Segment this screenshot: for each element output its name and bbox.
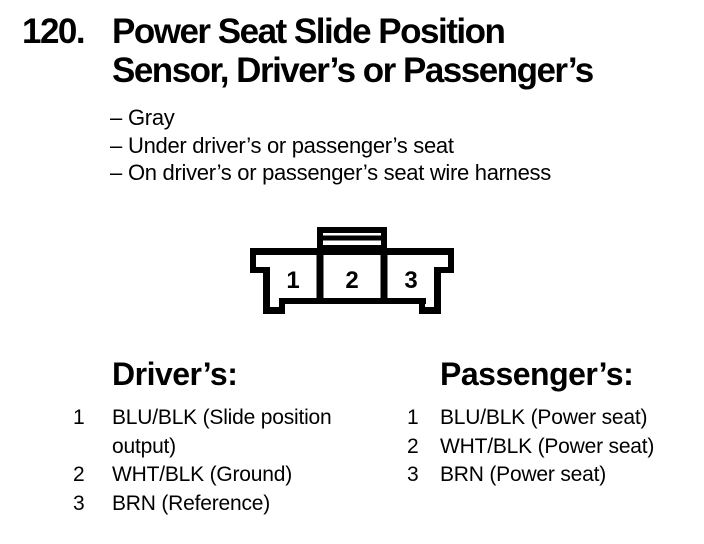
pin-wire-description: BLU/BLK (Slide position output): [112, 404, 332, 461]
connector-tab-bottom-line: [322, 245, 382, 249]
dash-bullet-icon: –: [110, 132, 122, 158]
connector-divider-2-3: [380, 248, 388, 304]
connector-right-step: [434, 267, 454, 273]
pin-number: 2: [407, 434, 419, 458]
pinout-row: 3 BRN (Reference): [73, 490, 332, 519]
connector-left-outer-edge: [250, 248, 256, 273]
pinout-row: 2 WHT/BLK (Power seat): [407, 433, 654, 462]
pin-number: 1: [73, 406, 85, 429]
connector-bottom-edge: [279, 298, 426, 304]
pin-wire-description: BRN (Power seat): [440, 461, 606, 490]
connector-right-outer-edge: [448, 248, 454, 273]
pin-wire-description: WHT/BLK (Ground): [112, 461, 292, 490]
detail-text: Gray: [128, 105, 175, 130]
drivers-heading: Driver’s:: [112, 356, 238, 392]
pin-number: 1: [407, 406, 419, 429]
pinout-row: 3 BRN (Power seat): [407, 461, 654, 490]
detail-item-color: – Gray: [110, 104, 551, 132]
dash-bullet-icon: –: [110, 160, 122, 185]
pin-number: 3: [407, 463, 419, 486]
passengers-pinout-list: 1 BLU/BLK (Power seat) 2 WHT/BLK (Power …: [407, 404, 654, 490]
connector-left-foot-bottom: [263, 307, 285, 314]
pin-label-2: 2: [345, 267, 358, 294]
pin-number: 3: [73, 491, 85, 515]
connector-left-inner-edge: [263, 267, 270, 314]
connector-right-inner-edge: [434, 267, 441, 314]
pin-wire-line: output): [112, 434, 176, 458]
page-title: Power Seat Slide Position Sensor, Driver…: [112, 12, 594, 90]
pin-wire-description: BRN (Reference): [112, 490, 270, 519]
connector-diagram: 1 2 3: [250, 227, 454, 314]
pin-label-1: 1: [286, 267, 299, 294]
detail-text: Under driver’s or passenger’s seat: [128, 132, 454, 158]
drivers-pinout-list: 1 BLU/BLK (Slide position output) 2 WHT/…: [73, 404, 332, 518]
connector-top-edge: [250, 248, 454, 255]
pin-label-3: 3: [404, 267, 417, 294]
dash-bullet-icon: –: [110, 105, 122, 130]
item-number: 120.: [22, 12, 86, 51]
pin-wire-line: BRN (Power seat): [440, 463, 607, 486]
connector-divider-1-2: [316, 248, 324, 304]
page-title-line2: Sensor, Driver’s or Passenger’s: [112, 51, 594, 90]
connector-left-foot-inner: [279, 298, 285, 312]
connector-tab-top: [317, 227, 387, 233]
pinout-row: 1 BLU/BLK (Slide position output): [73, 404, 332, 461]
detail-text: On driver’s or passenger’s seat wire har…: [128, 160, 551, 185]
connector-right-foot-bottom: [419, 307, 441, 314]
detail-list: – Gray – Under driver’s or passenger’s s…: [110, 104, 551, 187]
pin-wire-description: WHT/BLK (Power seat): [440, 433, 654, 462]
detail-item-harness: – On driver’s or passenger’s seat wire h…: [110, 159, 551, 187]
pinout-row: 2 WHT/BLK (Ground): [73, 461, 332, 490]
pinout-row: 1 BLU/BLK (Power seat): [407, 404, 654, 433]
connector-tab-right: [381, 227, 387, 253]
pin-number: 2: [73, 463, 85, 486]
pin-wire-description: BLU/BLK (Power seat): [440, 404, 647, 433]
pin-wire-line: BLU/BLK (Slide position: [112, 406, 332, 429]
pin-wire-line: WHT/BLK (Ground): [112, 463, 293, 486]
connector-tab-inner-line: [322, 235, 382, 241]
connector-tab-left: [317, 227, 323, 253]
page-title-line1: Power Seat Slide Position: [112, 12, 506, 51]
pin-wire-line: WHT/BLK (Power seat): [440, 434, 655, 458]
pin-wire-line: BLU/BLK (Power seat): [440, 406, 648, 429]
connector-left-step: [250, 267, 270, 273]
detail-item-location: – Under driver’s or passenger’s seat: [110, 132, 551, 160]
passengers-heading: Passenger’s:: [440, 356, 634, 392]
pin-wire-line: BRN (Reference): [112, 491, 271, 515]
connector-right-foot-inner: [419, 298, 425, 312]
